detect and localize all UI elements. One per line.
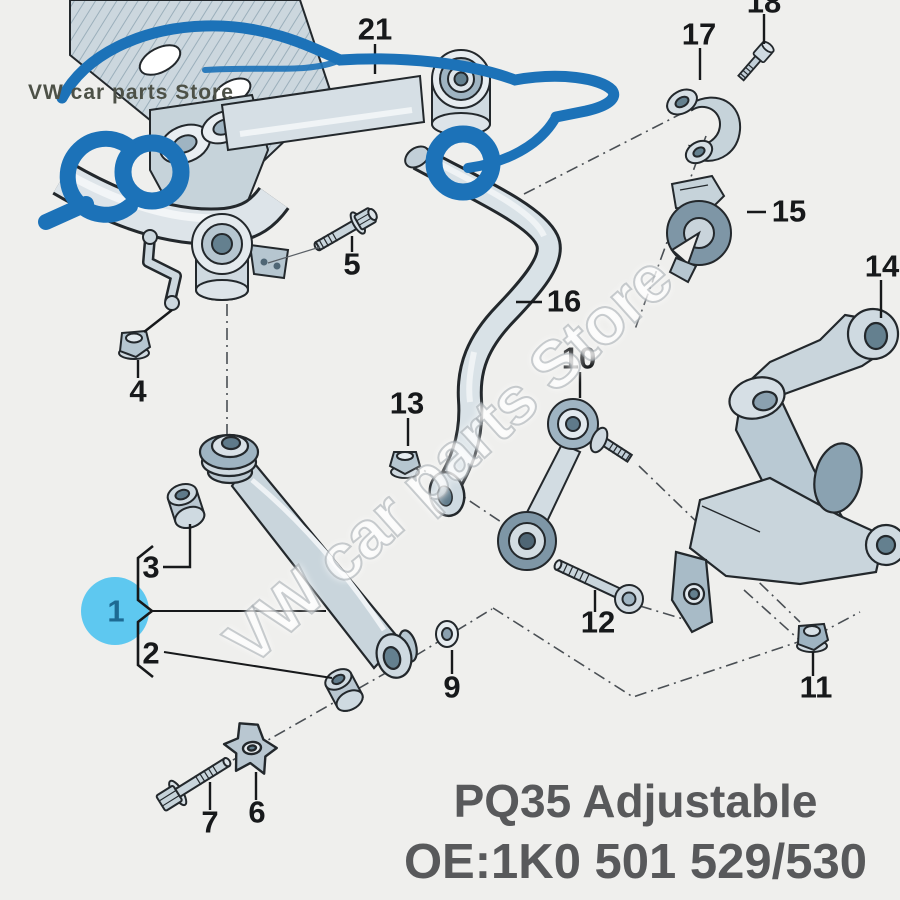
callout-10: 10	[561, 340, 597, 376]
knuckle-14-drawing	[670, 307, 900, 634]
bushing-3-drawing	[166, 483, 206, 529]
bushing-2-drawing	[324, 668, 364, 712]
callout-18: 18	[746, 0, 782, 20]
leader-lines	[136, 14, 883, 810]
product-title: PQ35 Adjustable	[453, 775, 818, 827]
callout-2: 2	[142, 635, 160, 671]
nut-11-drawing	[796, 622, 830, 653]
bushing-15-drawing	[666, 174, 732, 284]
stabilizer-bar-16-drawing	[404, 145, 562, 518]
nut-4-drawing	[118, 329, 152, 360]
bolt-7-drawing	[155, 757, 232, 812]
callout-12: 12	[580, 604, 616, 640]
callout-5: 5	[343, 246, 361, 282]
callout-14: 14	[864, 248, 900, 284]
bolt-12-drawing	[553, 559, 644, 614]
callout-15: 15	[771, 193, 807, 229]
adjustable-arm-1-drawing	[198, 433, 418, 679]
callout-9: 9	[443, 669, 461, 705]
product-oe-number: OE:1K0 501 529/530	[403, 835, 868, 889]
store-logo	[38, 20, 620, 230]
callout-6: 6	[248, 794, 266, 830]
nut-13-drawing	[388, 451, 422, 479]
stabilizer-link-10-drawing	[497, 398, 634, 571]
callout-16: 16	[546, 283, 582, 319]
callout-11: 11	[799, 669, 833, 705]
callout-1-highlighted: 1	[107, 593, 125, 629]
product-caption: PQ35 Adjustable OE:1K0 501 529/530	[375, 774, 896, 890]
bolt-5-drawing	[313, 207, 378, 252]
cam-washer-6-drawing	[222, 722, 278, 775]
washer-9-drawing	[435, 620, 459, 648]
callout-3: 3	[142, 549, 160, 585]
callout-13: 13	[389, 385, 425, 421]
callout-17: 17	[681, 16, 717, 52]
store-name: VW car parts Store	[28, 81, 234, 104]
callout-7: 7	[201, 804, 219, 840]
callout-4: 4	[129, 373, 147, 409]
callout-21: 21	[357, 11, 393, 47]
subframe-drawing	[52, 0, 334, 311]
callout-1-highlight	[81, 577, 149, 645]
clamp-17-drawing	[666, 88, 742, 165]
bolt-18-drawing	[737, 40, 775, 82]
